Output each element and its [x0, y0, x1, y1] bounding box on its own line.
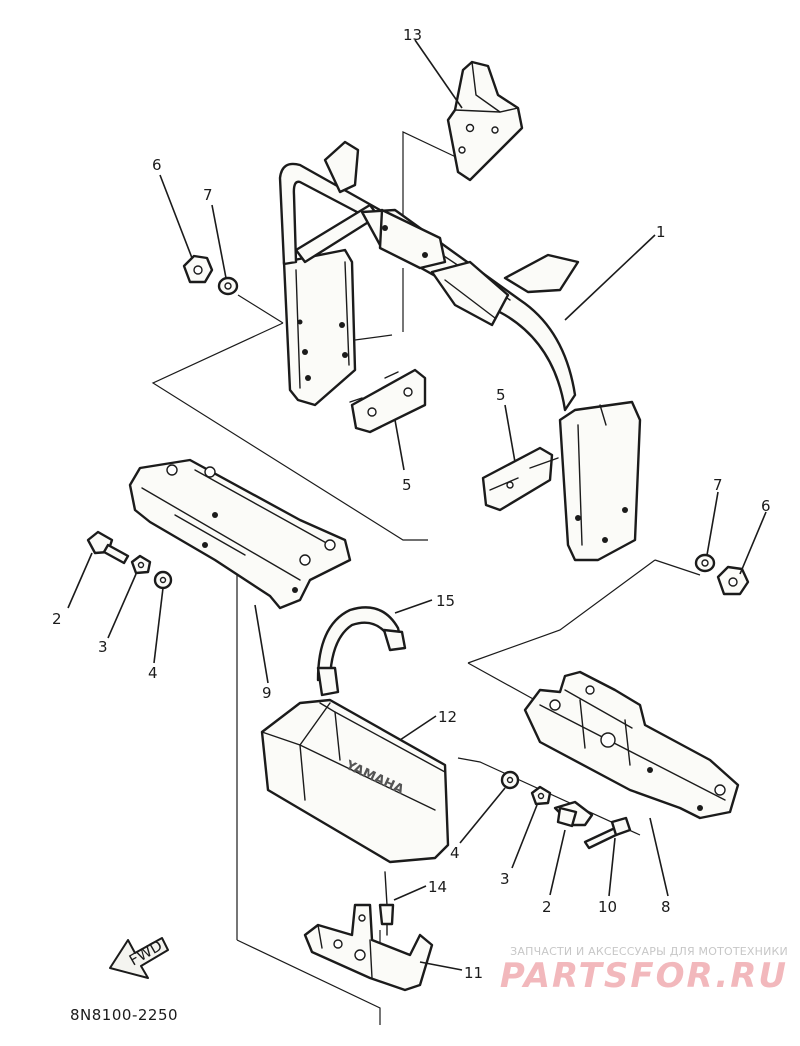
bolt-part-2-left — [86, 530, 130, 565]
callout-14: 14 — [428, 878, 447, 896]
callout-3-left: 3 — [98, 638, 108, 656]
callout-2-left: 2 — [52, 610, 62, 628]
callout-12: 12 — [438, 708, 457, 726]
forward-direction-arrow: FWD — [109, 936, 169, 979]
callout-13: 11 — [464, 964, 483, 982]
nut-part-6-left — [182, 254, 214, 284]
callout-labels: 13 1 6 7 5 5 7 6 2 3 4 9 15 12 4 3 2 10 … — [52, 26, 771, 982]
washer-part-7-left — [217, 276, 239, 296]
callout-3-right: 3 — [500, 870, 510, 888]
screw-part-10 — [583, 816, 632, 850]
collar-part-4-left — [153, 570, 173, 590]
callout-7-right: 7 — [713, 476, 723, 494]
band-part-15 — [316, 606, 407, 697]
callout-9: 9 — [262, 684, 272, 702]
assembly-guide-lines — [151, 131, 701, 1025]
bolt-part-2-right — [553, 800, 594, 828]
mounting-plate-part-5-lower — [481, 446, 559, 512]
battery-holder-part-13 — [303, 903, 434, 992]
mounting-plate-part-5-upper — [349, 368, 427, 434]
callout-5-upper: 5 — [402, 476, 412, 494]
callout-1: 1 — [656, 223, 666, 241]
callout-8: 8 — [661, 898, 671, 916]
diagram-code: 8N8100-2250 — [70, 1006, 178, 1024]
callout-15: 15 — [436, 592, 455, 610]
callout-6-left: 6 — [152, 156, 162, 174]
watermark-logo: PARTSFOR.RU — [499, 956, 788, 996]
callout-4-left: 4 — [148, 664, 158, 682]
bracket-part-8 — [523, 670, 740, 820]
nut-part-6-right — [716, 565, 750, 596]
callout-5-lower: 5 — [496, 386, 506, 404]
callout-6-right: 6 — [761, 497, 771, 515]
watermark: ЗАПЧАСТИ И АКСЕССУАРЫ ДЛЯ МОТОТЕХНИКИ PA… — [500, 945, 788, 994]
callout-10: 10 — [598, 898, 617, 916]
lock-washer-part-3-right — [530, 785, 552, 806]
callout-4-right: 4 — [450, 844, 460, 862]
cover-part-11 — [446, 60, 524, 182]
leader-lines — [67, 39, 767, 971]
callout-11: 13 — [403, 26, 422, 44]
watermark-caption: ЗАПЧАСТИ И АКСЕССУАРЫ ДЛЯ МОТОТЕХНИКИ — [510, 945, 788, 958]
bracket-part-9 — [128, 458, 352, 610]
callout-2-right: 2 — [542, 898, 552, 916]
guard-frame-part-1 — [278, 140, 642, 562]
pin-part-14 — [378, 871, 395, 936]
battery-part-12: YAMAHA — [260, 698, 450, 864]
collar-part-4-right — [500, 770, 520, 790]
lock-washer-part-3-left — [130, 554, 152, 575]
washer-part-7-right — [694, 553, 716, 573]
callout-7-left: 7 — [203, 186, 213, 204]
